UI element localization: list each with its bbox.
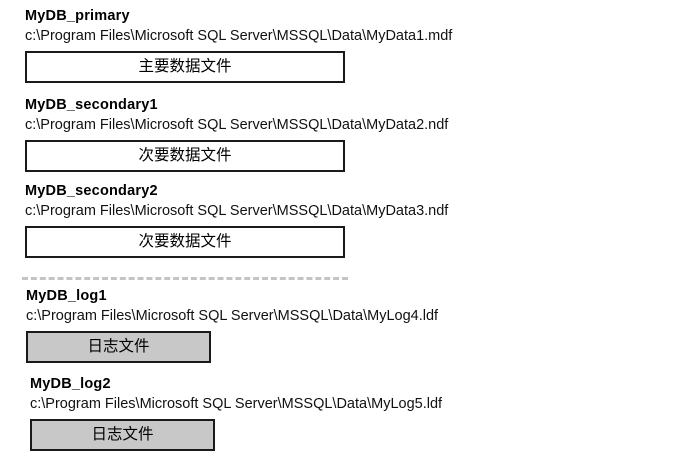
data-log-separator [22, 277, 348, 280]
file-box-primary[interactable]: 主要数据文件 [25, 51, 345, 83]
file-name-label: MyDB_secondary2 [25, 183, 158, 199]
file-group-log2: MyDB_log2 c:\Program Files\Microsoft SQL … [30, 376, 442, 451]
file-group-log1: MyDB_log1 c:\Program Files\Microsoft SQL … [26, 288, 438, 363]
file-name-label: MyDB_log1 [26, 288, 107, 304]
file-group-primary: MyDB_primary c:\Program Files\Microsoft S… [25, 8, 452, 83]
file-path-label: c:\Program Files\Microsoft SQL Server\MS… [25, 117, 449, 133]
file-name-label: MyDB_log2 [30, 376, 111, 392]
file-path-label: c:\Program Files\Microsoft SQL Server\MS… [26, 308, 439, 324]
file-path-label: c:\Program Files\Microsoft SQL Server\MS… [25, 28, 453, 44]
file-path-label: c:\Program Files\Microsoft SQL Server\MS… [30, 396, 443, 412]
file-box-secondary2[interactable]: 次要数据文件 [25, 226, 345, 258]
file-group-secondary1: MyDB_secondary1 c:\Program Files\Microsof… [25, 97, 448, 172]
file-name-label: MyDB_secondary1 [25, 97, 158, 113]
file-box-log1[interactable]: 日志文件 [26, 331, 211, 363]
file-group-secondary2: MyDB_secondary2 c:\Program Files\Microsof… [25, 183, 448, 258]
file-box-secondary1[interactable]: 次要数据文件 [25, 140, 345, 172]
file-box-log2[interactable]: 日志文件 [30, 419, 215, 451]
file-path-label: c:\Program Files\Microsoft SQL Server\MS… [25, 203, 449, 219]
file-name-label: MyDB_primary [25, 8, 130, 24]
